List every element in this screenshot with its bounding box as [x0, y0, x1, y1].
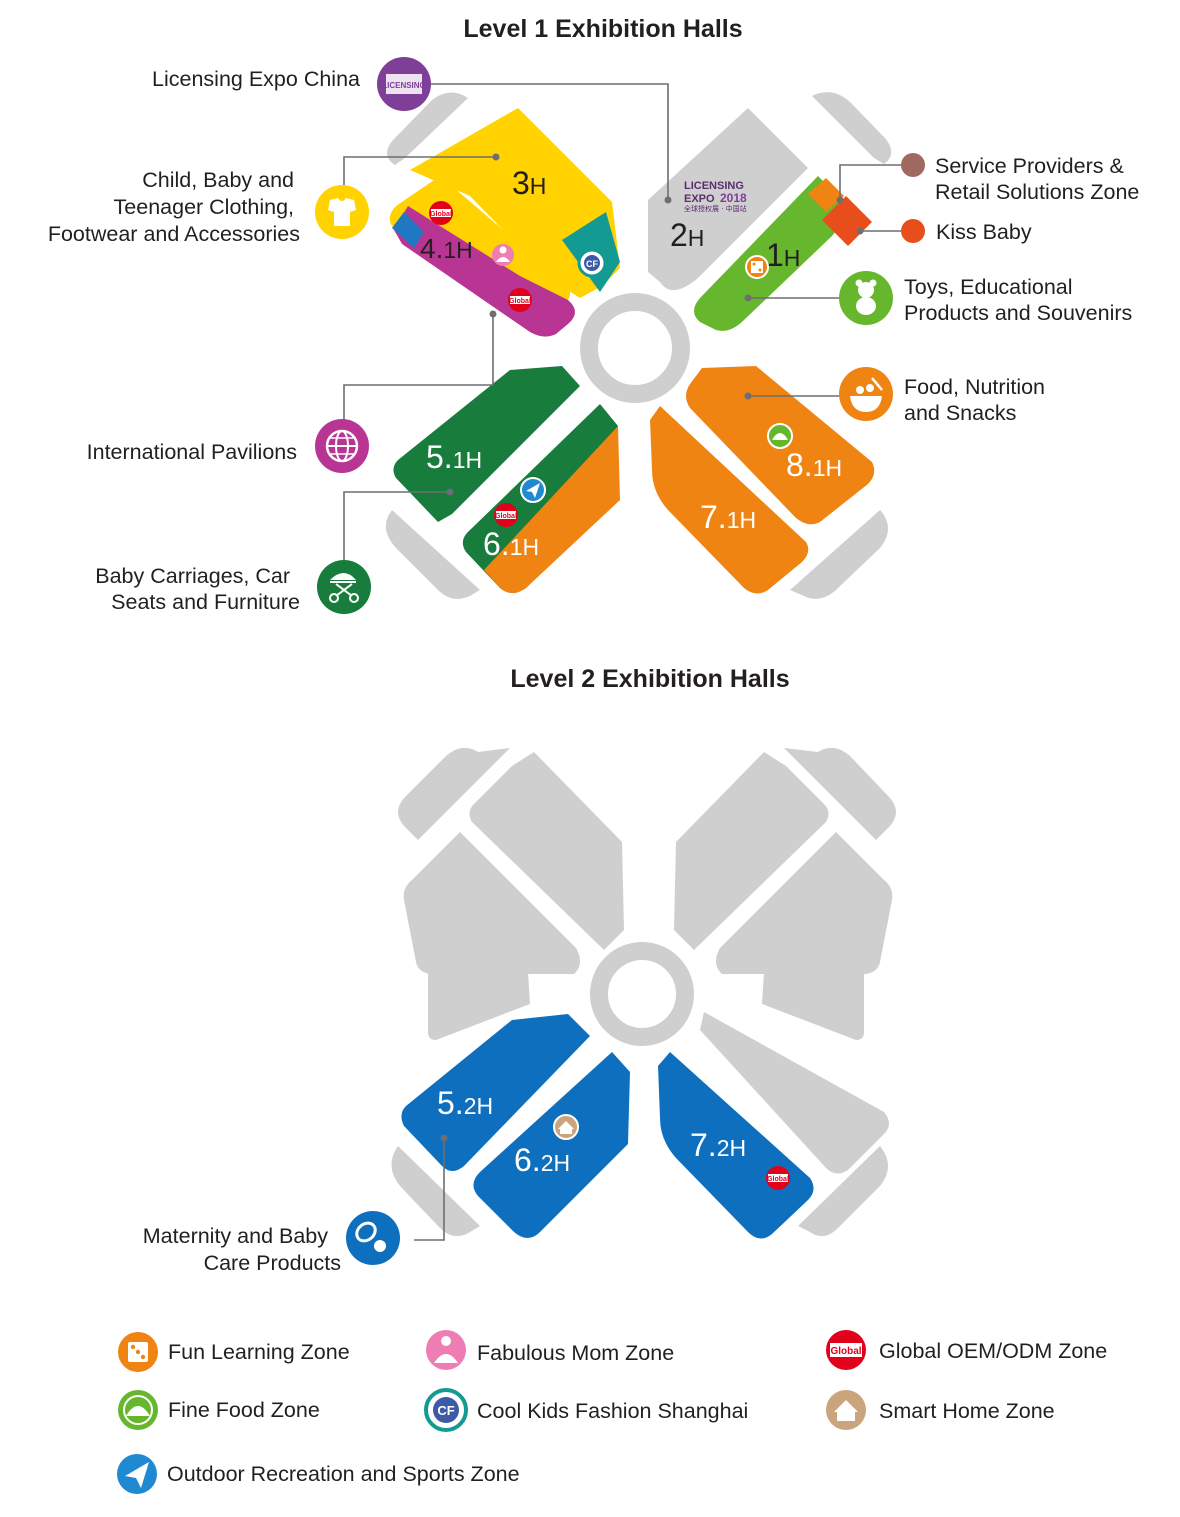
hall-5-2h-label: 5.2H — [437, 1085, 493, 1121]
legend-fabulous-mom-label: Fabulous Mom Zone — [477, 1341, 674, 1365]
smart-home-badge-6-2h — [553, 1114, 579, 1140]
svg-text:2018: 2018 — [720, 191, 747, 205]
hall-3h[interactable] — [410, 108, 620, 298]
level2-hall-e — [716, 832, 893, 974]
pavilions-label: International Pavilions — [87, 440, 297, 464]
svg-text:CF: CF — [586, 259, 598, 269]
licensing-expo-logo: LICENSING EXPO 2018 全球授权展 · 中国站 — [682, 177, 760, 213]
leader-maternity — [414, 1138, 445, 1241]
legend-fabulous-mom: Fabulous Mom Zone — [426, 1330, 674, 1370]
leader-service — [839, 164, 902, 200]
hall-6-2h[interactable] — [473, 1052, 630, 1238]
legend-outdoor: Outdoor Recreation and Sports Zone — [117, 1454, 520, 1494]
global-oem-badge-6-1h: Global — [494, 503, 518, 527]
legend-fun-learning: Fun Learning Zone — [118, 1332, 350, 1372]
global-oem-badge-4-1h-a: Global — [429, 201, 453, 225]
svg-text:LICENSING: LICENSING — [382, 81, 426, 90]
legend-global-oem: Global Global OEM/ODM Zone — [826, 1330, 1107, 1370]
level2-central-plaza — [590, 942, 694, 1046]
legend-fine-food-label: Fine Food Zone — [168, 1398, 320, 1422]
svg-text:Global: Global — [830, 1346, 861, 1357]
hall-2h-label: 2H — [670, 217, 704, 253]
level2-hall-ne — [674, 752, 829, 950]
leader-pavilions — [343, 314, 494, 420]
clothing-label: Child, Baby and Teenager Clothing, Footw… — [48, 168, 300, 246]
legend: Fun Learning Zone Fabulous Mom Zone Glob… — [117, 1330, 1107, 1494]
level2-title: Level 2 Exhibition Halls — [510, 665, 789, 693]
hall-6-1h-label: 6.1H — [483, 526, 539, 562]
hall-1h[interactable] — [694, 176, 852, 331]
hall-1h-label: 1H — [766, 237, 800, 273]
fun-learning-badge-1h — [745, 255, 769, 279]
licensing-expo-icon: LICENSING — [377, 57, 431, 111]
hall-5-1h[interactable] — [393, 366, 580, 522]
level2-hall-w — [403, 832, 580, 974]
outdoor-badge-6-1h — [520, 477, 546, 503]
toys-label: Toys, Educational Products and Souvenirs — [904, 275, 1132, 325]
level2-gray-frame — [391, 747, 896, 1237]
svg-text:Global: Global — [495, 513, 517, 520]
level1-title: Level 1 Exhibition Halls — [463, 15, 742, 43]
legend-cool-kids: CF Cool Kids Fashion Shanghai — [424, 1388, 748, 1432]
svg-text:CF: CF — [437, 1403, 454, 1418]
fabulous-mom-badge-4-1h — [492, 244, 514, 266]
legend-fine-food: Fine Food Zone — [118, 1390, 320, 1430]
svg-text:LICENSING: LICENSING — [684, 180, 744, 192]
svg-text:Global: Global — [767, 1176, 789, 1183]
global-oem-badge-7-2h: Global — [766, 1166, 790, 1190]
global-oem-badge-4-1h-b: Global — [508, 288, 532, 312]
svg-text:Global: Global — [430, 211, 452, 218]
stroller-icon — [317, 560, 371, 614]
service-providers-zone[interactable] — [808, 178, 844, 212]
hall-4-1h-label: 4.1H — [420, 233, 473, 264]
level1-central-plaza — [580, 293, 690, 403]
svg-text:全球授权展 · 中国站: 全球授权展 · 中国站 — [684, 204, 747, 213]
teddy-bear-icon — [839, 271, 893, 325]
level2-hall-nw — [469, 752, 624, 950]
pacifier-icon — [346, 1211, 400, 1265]
svg-text:Global: Global — [509, 298, 531, 305]
legend-cool-kids-label: Cool Kids Fashion Shanghai — [477, 1399, 748, 1423]
legend-global-oem-label: Global OEM/ODM Zone — [879, 1339, 1107, 1363]
leader-clothing — [343, 156, 496, 185]
service-providers-label: Service Providers & Retail Solutions Zon… — [935, 154, 1139, 204]
hall-7-2h[interactable] — [658, 1052, 814, 1239]
food-bowl-icon — [839, 367, 893, 421]
hall-5-1h-label: 5.1H — [426, 439, 482, 475]
service-providers-dot-icon — [901, 153, 925, 177]
legend-fun-learning-label: Fun Learning Zone — [168, 1340, 350, 1364]
leader-carriages — [343, 491, 450, 560]
kiss-baby-label: Kiss Baby — [936, 220, 1032, 244]
legend-outdoor-label: Outdoor Recreation and Sports Zone — [167, 1462, 520, 1486]
maternity-label: Maternity and Baby Care Products — [143, 1224, 341, 1275]
hall-5-2h[interactable] — [401, 1014, 590, 1171]
hall-8-1h-label: 8.1H — [786, 447, 842, 483]
hall-7-1h[interactable] — [650, 406, 809, 594]
licensing-expo-label: Licensing Expo China — [152, 67, 360, 91]
hall-6-1h[interactable] — [484, 426, 620, 593]
legend-smart-home: Smart Home Zone — [826, 1390, 1055, 1430]
legend-smart-home-label: Smart Home Zone — [879, 1399, 1055, 1423]
globe-icon — [315, 419, 369, 473]
hall-7-1h-label: 7.1H — [700, 499, 756, 535]
svg-text:EXPO: EXPO — [684, 193, 715, 205]
hall-3h-label: 3H — [512, 165, 546, 201]
hall-7-2h-label: 7.2H — [690, 1127, 746, 1163]
food-label: Food, Nutrition and Snacks — [904, 375, 1051, 425]
hall-4-1h-blue-strip — [392, 212, 424, 248]
cool-kids-badge-3h: CF — [577, 248, 607, 278]
fine-food-badge-8-1h — [767, 423, 793, 449]
clothing-onesie-icon — [315, 185, 369, 239]
leader-licensing — [430, 83, 669, 200]
carriages-label: Baby Carriages, Car Seats and Furniture — [95, 564, 300, 614]
kiss-baby-dot-icon — [901, 219, 925, 243]
hall-6-2h-label: 6.2H — [514, 1142, 570, 1178]
